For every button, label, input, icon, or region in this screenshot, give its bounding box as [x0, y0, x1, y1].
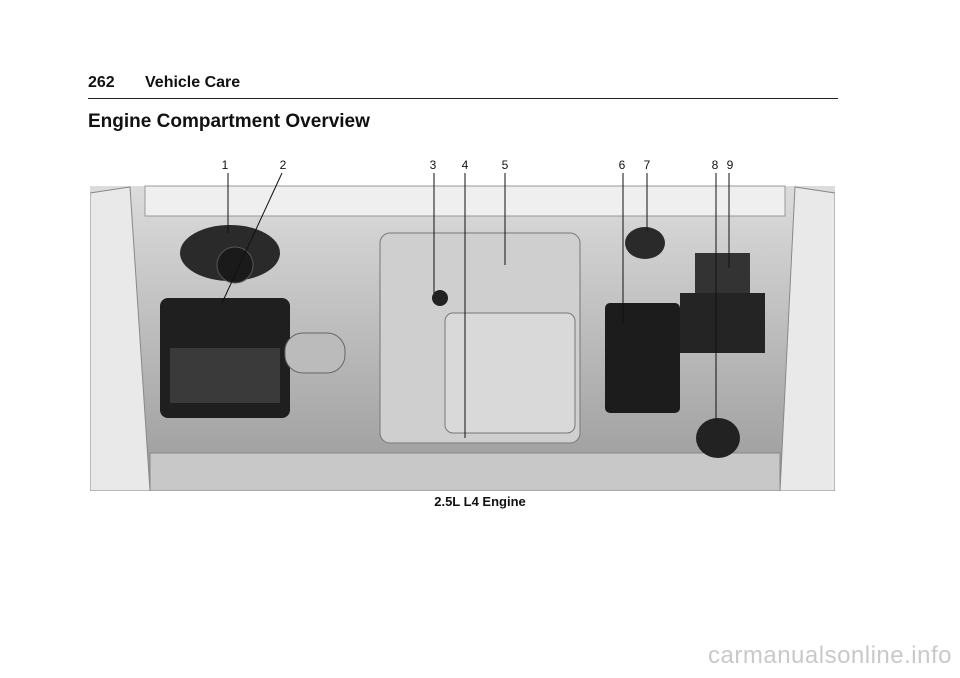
- battery: [680, 293, 765, 353]
- callout-2: 2: [280, 158, 287, 172]
- section-title: Vehicle Care: [145, 74, 241, 91]
- intake-duct: [284, 332, 346, 374]
- page-title: Engine Compartment Overview: [88, 111, 370, 132]
- front-panel: [149, 452, 781, 492]
- engine-compartment-figure: 1 2 3 4 5 6 7 8 9: [89, 153, 836, 492]
- callout-8: 8: [712, 158, 719, 172]
- fuse-block: [605, 303, 680, 413]
- callout-1: 1: [222, 158, 229, 172]
- air-cleaner-lid: [170, 348, 280, 403]
- engine-cover: [444, 312, 576, 434]
- engine-illustration: 1 2 3 4 5 6 7 8 9: [89, 158, 836, 492]
- callout-5: 5: [502, 158, 509, 172]
- callout-4: 4: [462, 158, 469, 172]
- oil-fill-cap: [432, 290, 448, 306]
- washer-fluid-reservoir: [696, 418, 740, 458]
- page-number: 262: [88, 74, 115, 91]
- callout-3: 3: [430, 158, 437, 172]
- page-header: 262 Vehicle Care: [88, 70, 838, 99]
- brake-fluid-reservoir: [625, 227, 665, 259]
- callout-6: 6: [619, 158, 626, 172]
- callout-leader-lines: [221, 172, 730, 438]
- figure-caption: 2.5L L4 Engine: [434, 494, 526, 509]
- callout-9: 9: [727, 158, 734, 172]
- battery-terminal-cover: [695, 253, 750, 293]
- coolant-cap: [216, 246, 254, 284]
- watermark: carmanualsonline.info: [708, 642, 952, 669]
- callout-7: 7: [644, 158, 651, 172]
